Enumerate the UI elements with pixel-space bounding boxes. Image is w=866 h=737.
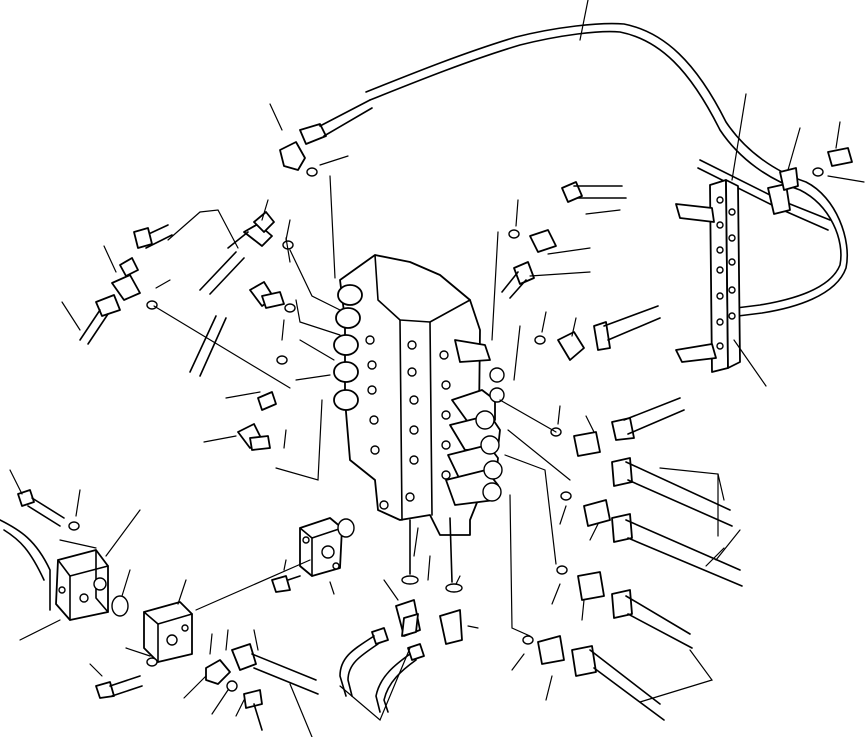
left-fittings — [61, 99, 373, 481]
right-fittings — [491, 181, 743, 721]
right-manifold — [579, 0, 865, 387]
top-pilot-hose — [365, 22, 848, 319]
bottom-center-elbows — [339, 517, 479, 721]
control-valve-body — [333, 254, 505, 536]
bottom-left-flanges — [0, 469, 355, 737]
